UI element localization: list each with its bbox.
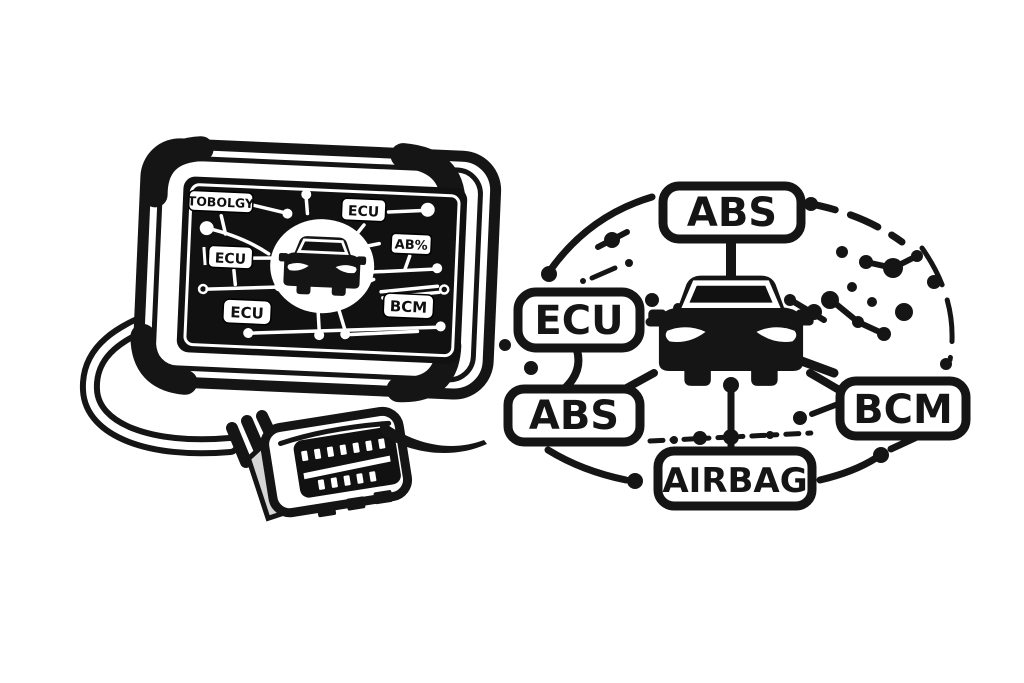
motion-arrow-icon [379, 421, 487, 453]
svg-text:ABS: ABS [687, 190, 777, 236]
vehicle-network-diagram: ABS ECU ABS BCM AIRBAG [499, 181, 971, 511]
node-abs-top: ABS [658, 181, 806, 244]
screen-label-ecu-top: ECU [340, 197, 387, 223]
svg-text:AB%: AB% [394, 237, 428, 253]
svg-text:BCM: BCM [389, 297, 427, 317]
svg-text:ECU: ECU [230, 303, 264, 322]
tablet-screen: TOBOLGY ECU AB% ECU ECU BCM [176, 176, 468, 364]
svg-text:ECU: ECU [348, 203, 380, 220]
svg-text:ECU: ECU [534, 298, 623, 344]
connector-key-tabs [316, 490, 393, 518]
orbit-arcs [499, 193, 955, 489]
node-airbag-bottom: AIRBAG [653, 446, 817, 511]
screen-label-ab-pct: AB% [390, 232, 433, 256]
svg-text:ECU: ECU [214, 250, 246, 267]
diagnostic-tablet: TOBOLGY ECU AB% ECU ECU BCM [130, 136, 502, 403]
obd-cable [79, 302, 240, 457]
car-icon [648, 276, 813, 386]
node-ecu-left: ECU [513, 287, 645, 353]
node-bcm-right: BCM [835, 376, 971, 441]
screen-label-ecu-mid: ECU [202, 244, 254, 270]
obd2-connector-icon [226, 406, 413, 522]
screen-label-ecu-bottom: ECU [222, 298, 273, 326]
connector-pins [301, 438, 391, 490]
svg-text:TOBOLGY: TOBOLGY [187, 193, 255, 211]
svg-text:BCM: BCM [853, 387, 953, 433]
node-abs-lower: ABS [503, 384, 645, 447]
svg-text:AIRBAG: AIRBAG [662, 461, 807, 501]
screen-label-bcm: BCM [382, 292, 435, 320]
screen-label-topology: TOBOLGY [187, 189, 255, 214]
svg-text:ABS: ABS [529, 393, 619, 439]
